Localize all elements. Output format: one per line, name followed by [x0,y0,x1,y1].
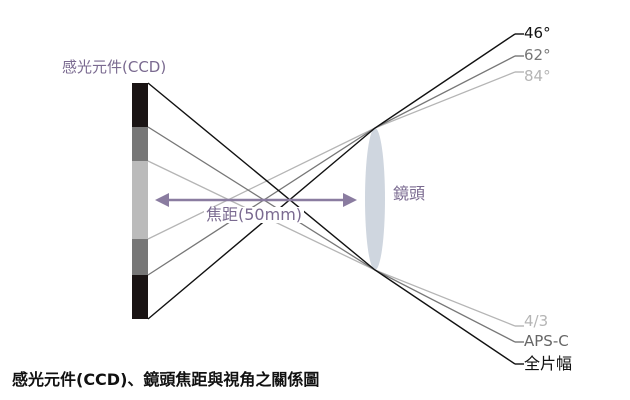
focal-arrow-left-head [155,193,169,207]
sensor-bar [132,83,148,319]
diagram-caption: 感光元件(CCD)、鏡頭焦距與視角之關係圖 [12,370,320,389]
format-apsc-label: APS-C [524,332,569,350]
sensor-segment-apsc-top [132,127,148,161]
leader-lines [515,33,524,365]
ray-full-top [147,82,516,365]
rays-full-frame [147,33,516,365]
sensor-segment-full-top [132,83,148,127]
focal-arrow-right-head [343,193,357,207]
sensor-segment-apsc-bottom [132,239,148,275]
format-full-frame-label: 全片幅 [524,354,573,373]
focal-length-arrow [155,193,357,207]
view-angle-84-label: 84° [524,67,551,85]
focal-length-label: 焦距(50mm) [204,205,305,224]
lens-label: 鏡頭 [393,184,426,203]
ray-full-bottom [147,33,516,320]
view-angle-62-label: 62° [524,46,551,64]
sensor-title: 感光元件(CCD) [62,58,167,76]
view-angle-46-label: 46° [524,24,551,42]
lens-shape [365,128,385,270]
ray-43-top [147,160,516,327]
sensor-segment-full-bottom [132,275,148,319]
format-43-label: 4/3 [524,312,549,330]
sensor-segment-43 [132,161,148,239]
